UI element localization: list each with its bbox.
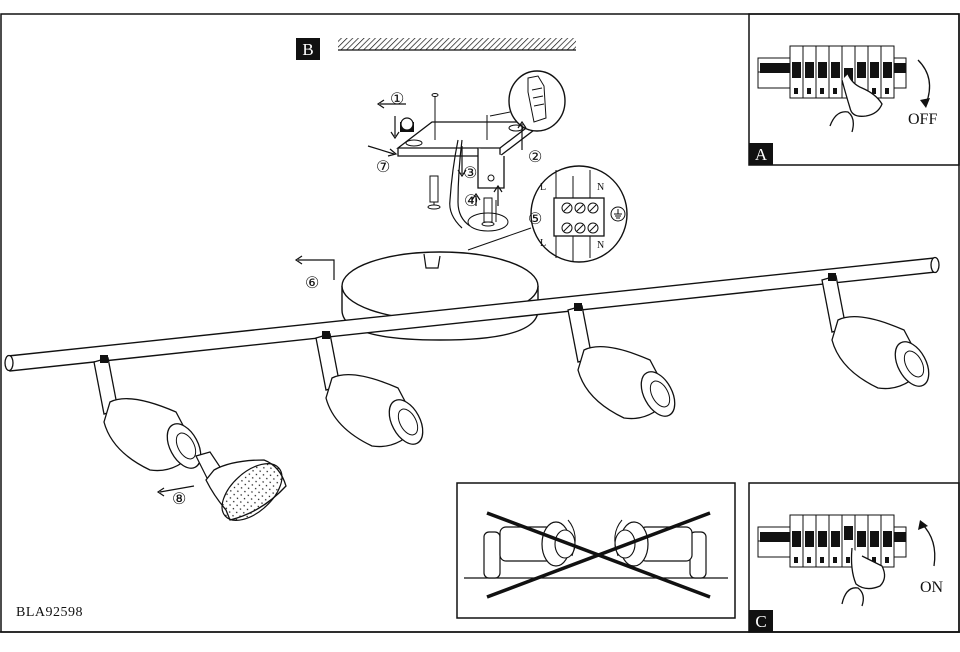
step-5: ⑤ [528, 211, 542, 228]
mounting-bracket-icon [396, 117, 536, 229]
terminal-label-l-bottom: L [540, 238, 546, 249]
panel-b: B [296, 38, 576, 60]
hand-icon [841, 73, 883, 117]
arrow-down-icon [917, 59, 931, 105]
terminal-block-detail: L N L N [467, 165, 628, 263]
terminal-label-n-bottom: N [597, 240, 604, 251]
spotlight-3 [567, 303, 676, 420]
spotlight-4 [821, 273, 930, 390]
off-label: OFF [908, 111, 937, 128]
on-label: ON [920, 579, 944, 596]
terminal-label-l-top: L [540, 182, 546, 193]
ground-icon [610, 206, 626, 222]
panel-b-label-box [296, 38, 320, 60]
step-6: ⑥ [305, 275, 319, 292]
arrow-up-icon [921, 523, 936, 567]
panel-b-label: B [302, 40, 313, 59]
panel-c-label: C [755, 612, 766, 631]
cross-line [486, 511, 711, 599]
panel-a: A [748, 13, 960, 166]
motion-arrows [156, 99, 527, 497]
spotlight-right-icon [614, 519, 707, 579]
anchor-detail-icon [489, 70, 566, 132]
panel-c-label-box [749, 610, 773, 632]
step-8: ⑧ [172, 491, 186, 508]
step-7: ⑦ [376, 159, 390, 176]
step-4: ④ [464, 193, 478, 210]
step-3: ③ [463, 165, 477, 182]
hand-icon [850, 547, 886, 590]
breaker-strip-icon [757, 514, 907, 568]
ceiling-hatch [338, 38, 576, 50]
bar-rod-icon [4, 256, 940, 372]
panel-c: C [748, 482, 960, 633]
breaker-strip-icon [757, 45, 907, 99]
screws-icon [427, 93, 509, 232]
spotlight-2 [315, 331, 424, 448]
incorrect-mounting-panel [456, 482, 736, 619]
step-1: ① [390, 91, 404, 108]
panel-a-label: A [755, 145, 768, 164]
model-number: BLA92598 [16, 605, 83, 620]
terminal-label-n-top: N [597, 182, 604, 193]
step-2: ② [528, 149, 542, 166]
panel-a-label-box [749, 143, 773, 165]
spotlight-1 [93, 355, 202, 472]
gu10-bulb-icon [195, 451, 287, 521]
